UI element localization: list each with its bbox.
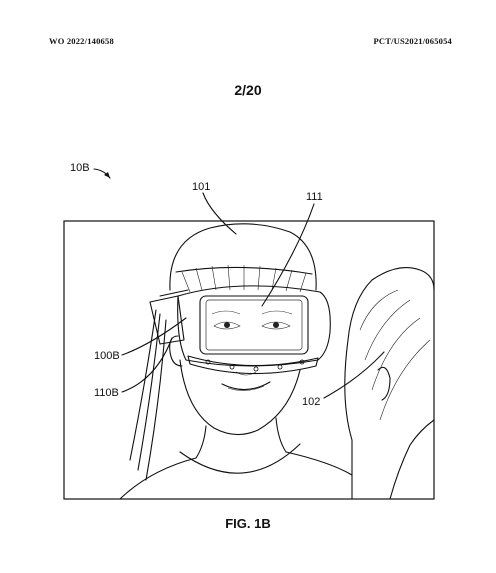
leader-display	[261, 203, 315, 307]
leader-observer	[323, 351, 385, 399]
user-figure	[119, 223, 353, 500]
arrowhead-icon	[104, 172, 110, 178]
leader-strap	[121, 337, 173, 393]
leader-user-head	[202, 192, 237, 235]
ref-label-system: 10B	[70, 162, 90, 174]
ref-label-headset: 100B	[94, 350, 120, 362]
leader-headset	[121, 317, 187, 356]
headset-figure	[129, 285, 331, 481]
application-number: PCT/US2021/065054	[373, 36, 452, 46]
ref-label-observer: 102	[302, 396, 320, 408]
figure-frame	[63, 220, 435, 500]
ref-label-display: 111	[306, 191, 323, 203]
ref-label-user-head: 101	[192, 181, 210, 193]
ref-label-strap: 110B	[94, 387, 119, 399]
publication-number: WO 2022/140658	[49, 36, 114, 46]
observer-figure	[344, 267, 435, 500]
sheet-number: 2/20	[234, 82, 262, 98]
figure-label: FIG. 1B	[225, 516, 271, 531]
